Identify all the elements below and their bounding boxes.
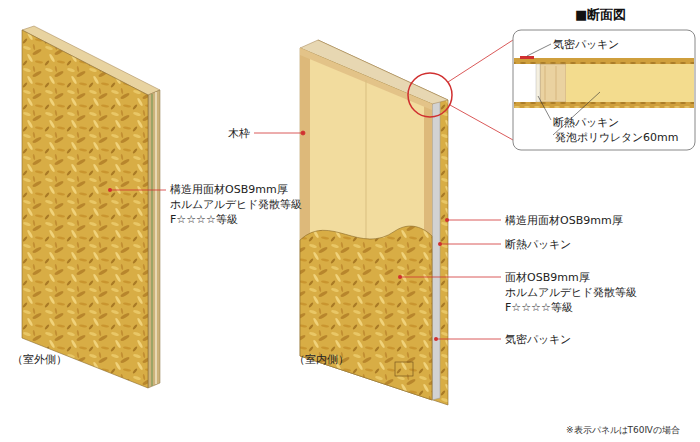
part-label: 構造用面材OSB9mm厚 [505,213,623,228]
part-label: 面材OSB9mm厚 ホルムアルデヒド発散等級 F☆☆☆☆等級 [505,270,655,315]
inset-heading: ■断面図 [575,8,626,22]
side-label: （室外側） [12,352,67,367]
side-label: （室内側） [294,352,349,367]
part-label: 気密パッキン [505,332,571,347]
part-label: 気密パッキン [553,38,619,52]
leader-line [110,190,166,191]
outside-panel [22,26,160,388]
detail-line [448,40,513,82]
part-label: 断熱パッキン [505,237,571,252]
part-label: 木枠 [228,126,250,141]
section-inset-box: ■断面図気密パッキン断熱パッキン発泡ポリウレタン60mm [505,2,697,154]
inside-panel [300,40,448,405]
detail-line [450,105,513,140]
part-label: 構造用面材OSB9mm厚 ホルムアルデヒド発散等級 F☆☆☆☆等級 [170,182,310,227]
part-label: 断熱パッキン [553,116,619,130]
part-label: 発泡ポリウレタン60mm [555,131,678,145]
leader-lines [254,131,501,341]
note: ※表示パネルはT60Ⅳの場合 [566,424,680,436]
section-inset [513,30,695,150]
detail-circle [408,73,452,117]
